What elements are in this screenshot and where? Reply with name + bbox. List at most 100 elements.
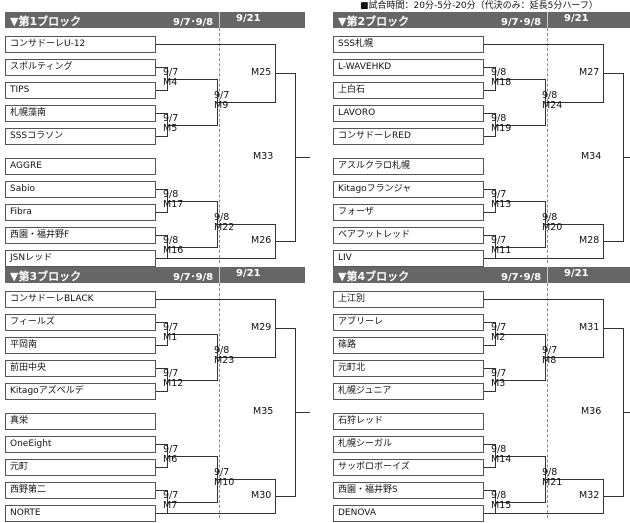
team-name: DENOVA [338, 508, 377, 518]
team-slot: TIPS [5, 82, 156, 99]
team-slot: 篠路 [333, 337, 484, 354]
round2-date-header: 9/21 [236, 13, 261, 24]
match-code: M14 [491, 454, 512, 465]
header-divider [219, 267, 220, 283]
match-label: M35 [253, 407, 273, 417]
match-date: 9/7 [542, 345, 558, 356]
header-divider [547, 267, 548, 283]
team-slot: LIV [333, 250, 484, 267]
bracket-line [156, 391, 168, 392]
match-code: M23 [214, 355, 235, 366]
match-code: M32 [579, 490, 600, 501]
team-slot: LAVORO [333, 105, 484, 122]
team-slot: 前田中央 [5, 360, 156, 377]
bracket-line [484, 44, 604, 45]
match-code: M33 [253, 151, 274, 162]
bracket-line [495, 456, 546, 457]
date-divider-line [219, 28, 220, 263]
team-slot: コンサドーレBLACK [5, 291, 156, 308]
bracket-line [603, 73, 624, 74]
team-slot: AGGRE [5, 158, 156, 175]
match-code: M36 [581, 406, 602, 417]
bracket-line [484, 490, 496, 491]
match-date: 9/8 [214, 345, 230, 356]
bracket-line [167, 201, 218, 202]
match-code: M31 [579, 322, 600, 333]
bracket-line [484, 322, 496, 323]
bracket-line [156, 212, 168, 213]
date-divider-line [219, 283, 220, 518]
date-divider-line [547, 28, 548, 263]
team-slot: SSSコラソン [5, 128, 156, 145]
match-code: M29 [251, 322, 272, 333]
bracket-line [603, 496, 624, 497]
match-code: M34 [581, 151, 602, 162]
match-code: M28 [579, 235, 600, 246]
team-slot: Sabio [5, 181, 156, 198]
team-name: TIPS [10, 85, 30, 95]
match-code: M11 [491, 245, 512, 256]
bracket-line [295, 157, 310, 158]
bracket-line [156, 136, 168, 137]
team-name: Fibra [10, 207, 32, 217]
team-name: 平岡南 [10, 340, 38, 350]
match-code: M5 [163, 123, 178, 134]
date-divider-line [547, 283, 548, 518]
team-name: LIV [338, 253, 352, 263]
team-slot: 元町 [5, 459, 156, 476]
bracket-line [623, 157, 630, 158]
bracket-line [217, 357, 276, 358]
bracket-line [484, 513, 604, 514]
bracket-line [156, 368, 168, 369]
match-code: M7 [163, 500, 178, 511]
match-code: M3 [491, 378, 506, 389]
bracket-line [495, 334, 546, 335]
bracket-line [295, 412, 310, 413]
bracket-line [545, 357, 604, 358]
bracket-line [495, 79, 546, 80]
bracket-line [156, 189, 168, 190]
bracket-line [495, 380, 546, 381]
team-name: コンサドーレU-12 [10, 39, 86, 49]
match-date: 9/8 [163, 189, 179, 200]
team-slot: Fibra [5, 204, 156, 221]
round1-date-header: 9/7･9/8 [501, 17, 542, 28]
bracket-line [545, 102, 604, 103]
team-slot: コンサドーレRED [333, 128, 484, 145]
match-code: M22 [214, 222, 235, 233]
header-divider [219, 12, 220, 28]
team-slot: Kitagoアズペルデ [5, 383, 156, 400]
bracket-line [484, 235, 496, 236]
match-label: M34 [581, 152, 601, 162]
team-name: コンサドーレRED [338, 131, 411, 141]
match-code: M16 [163, 245, 184, 256]
team-name: 札幌シーガル [338, 439, 393, 449]
bracket-line [484, 258, 604, 259]
bracket-line [167, 247, 218, 248]
team-name: LAVORO [338, 108, 376, 118]
round2-date-header: 9/21 [564, 268, 589, 279]
bracket-line [217, 479, 276, 480]
bracket-line [156, 444, 168, 445]
bracket-line [156, 90, 168, 91]
team-slot: SSS札幌 [333, 36, 484, 53]
team-name: 上江別 [338, 294, 366, 304]
match-code: M10 [214, 477, 235, 488]
match-code: M27 [579, 67, 600, 78]
